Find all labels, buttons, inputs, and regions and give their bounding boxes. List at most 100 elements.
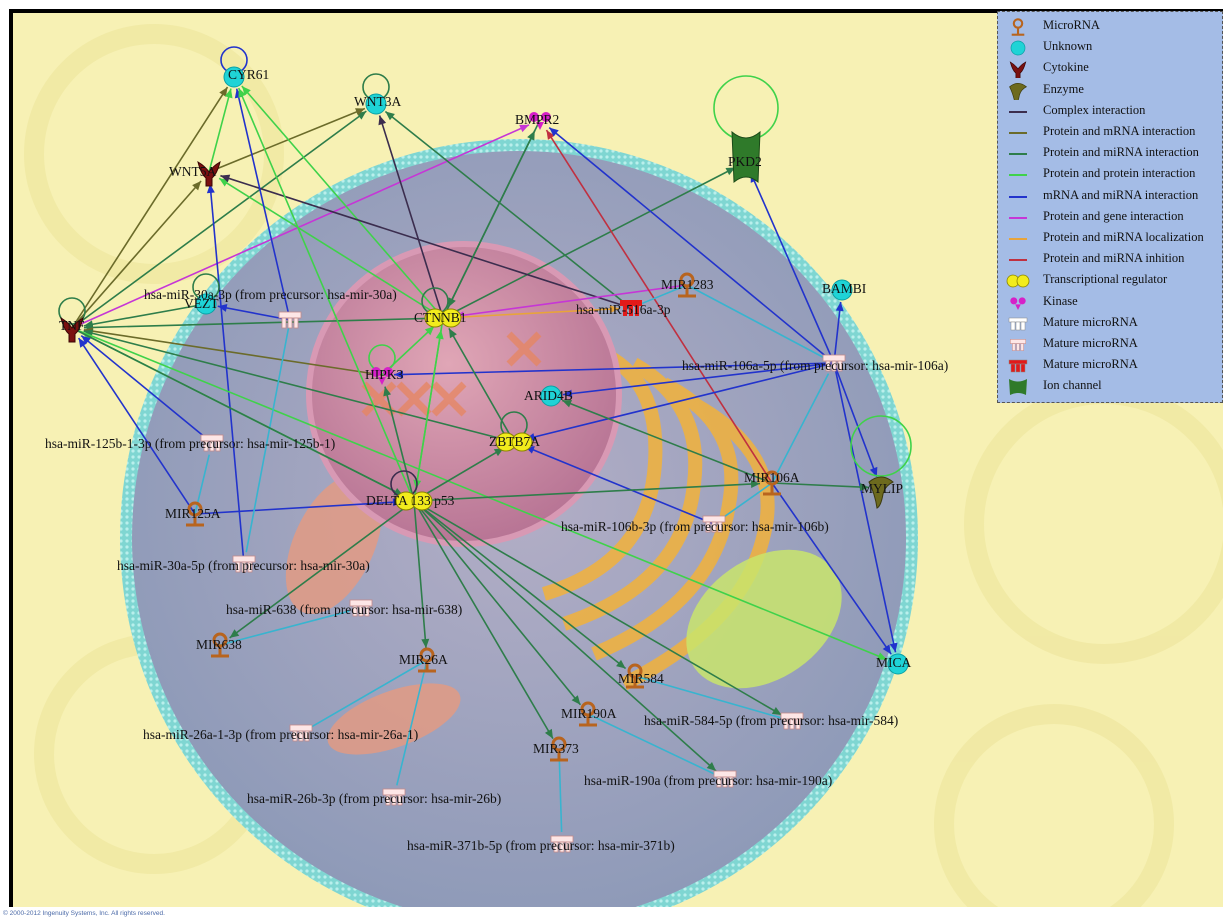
node-miR125b[interactable]: hsa-miR-125b-1-3p (from precursor: hsa-m…: [45, 434, 335, 452]
node-ARID4B[interactable]: ARID4B: [524, 385, 573, 407]
edge-DELTA133p53-MIR190A: [413, 500, 582, 706]
edge-MIR1283-miR516a: [641, 284, 688, 305]
legend-label: Mature microRNA: [1043, 336, 1138, 350]
node-label-miR30a5p: hsa-miR-30a-5p (from precursor: hsa-mir-…: [117, 558, 370, 573]
node-label-miR190a: hsa-miR-190a (from precursor: hsa-mir-19…: [584, 773, 832, 788]
node-label-MIR638: MIR638: [196, 637, 242, 652]
edge-TNF-WNT5A: [71, 180, 202, 329]
edge-miR106a5p-HIPK3: [393, 362, 835, 379]
node-miR584[interactable]: hsa-miR-584-5p (from precursor: hsa-mir-…: [644, 712, 898, 730]
legend-item: Protein and miRNA interaction: [998, 143, 1223, 164]
edge-WNT5A-CYR61: [208, 88, 233, 173]
protein-protein-line-icon: [1009, 174, 1027, 177]
edge-MIR26A-miR26b: [396, 659, 428, 786]
node-MYLIP[interactable]: MYLIP: [861, 476, 903, 509]
edge-DELTA133p53-MIR584: [413, 500, 627, 670]
edge-TNF-MICA: [71, 327, 888, 661]
miR125b-icon: [200, 434, 224, 452]
node-label-MIR373: MIR373: [533, 741, 579, 756]
node-PKD2[interactable]: PKD2: [728, 130, 762, 184]
node-label-miR125b: hsa-miR-125b-1-3p (from precursor: hsa-m…: [45, 436, 335, 451]
node-label-ZBTB7A: ZBTB7A: [489, 434, 540, 449]
legend-label: Cytokine: [1043, 60, 1089, 75]
node-label-MIR106A: MIR106A: [744, 470, 800, 485]
node-MIR1283[interactable]: MIR1283: [661, 272, 714, 298]
node-WNT3A[interactable]: WNT3A: [354, 93, 401, 115]
node-MIR106A[interactable]: MIR106A: [744, 470, 800, 496]
edge-DELTA133p53-MIR26A: [413, 500, 430, 649]
protein-mirna-line-icon: [1009, 153, 1027, 156]
edge-MIR584-miR584: [634, 675, 781, 719]
edge-WNT5A-WNT3A: [208, 107, 366, 173]
legend-label: Kinase: [1043, 293, 1078, 308]
ion-channel-icon: [1009, 379, 1027, 396]
node-VEZT[interactable]: VEZT: [184, 293, 219, 315]
protein-mirna-inhibition-line-icon: [1009, 259, 1027, 262]
legend-label: Protein and miRNA inhition: [1043, 251, 1185, 266]
edge-MIR1283-miR106a5p: [686, 284, 824, 359]
edge-MIR638-miR638: [219, 610, 350, 646]
legend-label: Transcriptional regulator: [1043, 272, 1168, 287]
legend-item: Complex interaction: [998, 101, 1223, 122]
node-ZBTB7A[interactable]: ZBTB7A: [489, 432, 540, 452]
node-label-miR26b: hsa-miR-26b-3p (from precursor: hsa-mir-…: [247, 791, 501, 806]
edge-miR106a5p-MICA: [833, 362, 898, 653]
node-miR30a3p[interactable]: hsa-miR-30a-3p (from precursor: hsa-mir-…: [144, 287, 397, 329]
node-MIR584[interactable]: MIR584: [618, 663, 664, 689]
node-label-miR26a1: hsa-miR-26a-1-3p (from precursor: hsa-mi…: [143, 727, 418, 742]
legend-label: Mature microRNA: [1043, 357, 1138, 372]
node-MICA[interactable]: MICA: [876, 653, 912, 675]
TNF-icon: [60, 316, 84, 343]
node-MIR190A[interactable]: MIR190A: [561, 701, 617, 727]
node-CYR61[interactable]: CYR61: [223, 66, 269, 88]
MIR190A-icon: [579, 701, 597, 727]
PKD2-icon: [731, 130, 761, 184]
edge-DELTA133p53-CYR61: [237, 87, 415, 502]
node-WNT5A[interactable]: WNT5A: [169, 160, 221, 187]
node-miR638[interactable]: hsa-miR-638 (from precursor: hsa-mir-638…: [226, 599, 462, 617]
node-MIR373[interactable]: MIR373: [533, 736, 579, 762]
node-label-MYLIP: MYLIP: [861, 481, 903, 496]
legend-label: mRNA and miRNA interaction: [1043, 187, 1199, 202]
HIPK3-icon: [371, 367, 393, 385]
node-TNF[interactable]: TNF: [59, 316, 85, 343]
node-BAMBI[interactable]: BAMBI: [822, 279, 867, 301]
node-miR106a5p[interactable]: hsa-miR-106a-5p (from precursor: hsa-mir…: [682, 354, 948, 373]
node-MIR26A[interactable]: MIR26A: [399, 647, 448, 673]
node-DELTA133p53[interactable]: DELTA 133 p53: [366, 491, 455, 511]
node-label-MIR584: MIR584: [618, 671, 664, 686]
legend-label: Mature microRNA: [1043, 314, 1138, 329]
edge-miR516a-WNT3A: [384, 110, 632, 309]
node-miR30a5p[interactable]: hsa-miR-30a-5p (from precursor: hsa-mir-…: [117, 555, 370, 573]
mature-microrna-pink-icon: [1010, 339, 1026, 351]
miR638-icon: [349, 599, 373, 617]
node-MIR125A[interactable]: MIR125A: [165, 501, 221, 527]
node-miR371b[interactable]: hsa-miR-371b-5p (from precursor: hsa-mir…: [407, 835, 675, 853]
node-HIPK3[interactable]: HIPK3: [365, 367, 404, 385]
node-miR26a1[interactable]: hsa-miR-26a-1-3p (from precursor: hsa-mi…: [143, 724, 418, 742]
edge-DELTA133p53-HIPK3: [383, 386, 415, 502]
MIR584-icon: [626, 663, 644, 689]
node-miR190a[interactable]: hsa-miR-190a (from precursor: hsa-mir-19…: [584, 770, 832, 788]
node-CTNNB1[interactable]: CTNNB1: [414, 308, 467, 328]
MIR373-icon: [550, 736, 568, 762]
miR106b3p-icon: [702, 515, 726, 533]
edge-MIR125A-TNF: [77, 337, 196, 515]
node-label-ARID4B: ARID4B: [524, 388, 573, 403]
node-miR516a[interactable]: hsa-miR-516a-3p: [576, 300, 671, 317]
node-miR26b[interactable]: hsa-miR-26b-3p (from precursor: hsa-mir-…: [247, 788, 501, 806]
self-loop-PKD2: [713, 75, 779, 141]
node-miR106b3p[interactable]: hsa-miR-106b-3p (from precursor: hsa-mir…: [561, 515, 829, 534]
legend-label: Ion channel: [1043, 378, 1102, 393]
node-label-BAMBI: BAMBI: [822, 281, 867, 296]
edge-DELTA133p53-MIR638: [229, 500, 415, 639]
node-BMPR2[interactable]: BMPR2: [515, 112, 559, 130]
ZBTB7A-icon: [495, 432, 533, 452]
node-label-miR638: hsa-miR-638 (from precursor: hsa-mir-638…: [226, 602, 462, 617]
edge-miR30a3p-miR30a5p: [245, 319, 291, 553]
node-MIR638[interactable]: MIR638: [196, 632, 242, 658]
mature-microrna-red-icon: [1008, 359, 1028, 373]
self-loop-MYLIP: [850, 415, 912, 477]
